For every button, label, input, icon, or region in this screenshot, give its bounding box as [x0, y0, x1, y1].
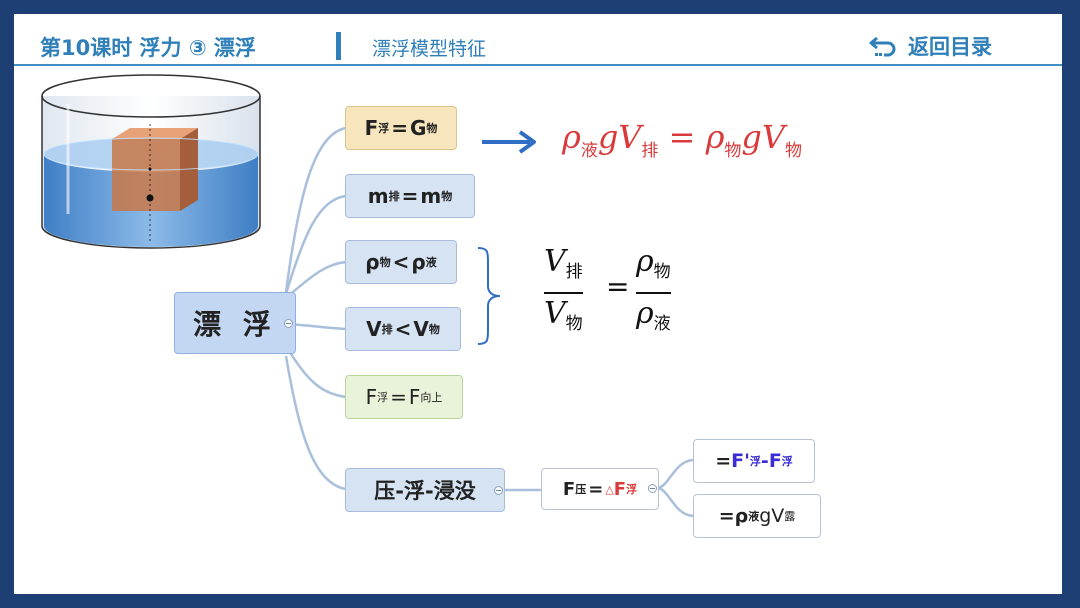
- symbol: ρ: [562, 118, 581, 156]
- subscript: 液: [748, 510, 760, 523]
- title-divider: [336, 32, 341, 60]
- subscript: 排: [388, 190, 400, 203]
- symbol: V: [366, 317, 382, 341]
- node-label: 压-浮-浸没: [374, 479, 476, 503]
- operator: <: [394, 317, 412, 341]
- symbol: F: [768, 450, 782, 472]
- subscript: 物: [653, 262, 671, 282]
- symbol: ρ: [636, 296, 654, 331]
- collapse-toggle[interactable]: [284, 319, 293, 328]
- subscript: 物: [724, 141, 742, 161]
- operator: =: [718, 505, 735, 527]
- mindmap-connectors: [284, 126, 695, 518]
- fraction-denominator: V物: [544, 296, 583, 342]
- volume-ratio-fraction: V排 V物: [544, 244, 583, 342]
- operator: =: [401, 184, 419, 208]
- central-topic-node[interactable]: 漂 浮: [174, 292, 296, 354]
- equals-sign: =: [606, 270, 630, 303]
- symbol: F: [365, 385, 378, 409]
- symbol: gV: [759, 505, 785, 527]
- symbol: G: [410, 116, 427, 140]
- header-rule: [14, 64, 1062, 66]
- fraction-bar: [636, 292, 671, 294]
- symbol: m: [420, 184, 442, 208]
- symbol: ρ: [636, 244, 654, 279]
- slide: 第10课时 浮力 ③ 漂浮 漂浮模型特征 返回目录: [14, 14, 1062, 594]
- symbol: ρ: [705, 118, 725, 156]
- subscript: 露: [784, 510, 796, 523]
- operator: =: [391, 116, 408, 140]
- symbol: gV: [597, 118, 642, 156]
- subscript: 向上: [420, 391, 443, 404]
- operator: =: [668, 118, 696, 156]
- operator: =: [588, 478, 604, 500]
- symbol: F: [364, 116, 379, 140]
- operator: =: [715, 450, 732, 472]
- back-to-contents-button[interactable]: 返回目录: [868, 31, 992, 61]
- subscript: 液: [425, 256, 437, 269]
- fraction-numerator: V排: [544, 244, 583, 290]
- subscript: 液: [653, 314, 671, 334]
- right-arrow-icon: [482, 130, 536, 154]
- page-title: 第10课时 浮力 ③ 漂浮: [40, 36, 256, 60]
- subscript: 物: [426, 122, 438, 135]
- return-arrow-icon: [869, 36, 896, 57]
- delta-symbol: △: [605, 482, 614, 496]
- equilibrium-formula: ρ液gV排 = ρ物gV物: [562, 118, 802, 161]
- fraction-bar: [544, 292, 583, 294]
- back-label: 返回目录: [908, 35, 992, 59]
- subscript: 排: [565, 262, 583, 282]
- symbol: m: [367, 184, 389, 208]
- subscript: 物: [428, 323, 440, 336]
- subscript: 浮: [377, 391, 389, 404]
- subscript: 浮: [378, 122, 390, 135]
- subscript: 排: [381, 323, 393, 336]
- symbol: ρ: [734, 505, 749, 527]
- subscript: 物: [441, 190, 453, 203]
- collapse-toggle[interactable]: [494, 486, 503, 495]
- collapse-toggle[interactable]: [648, 484, 657, 493]
- subscript: 浮: [626, 483, 638, 496]
- section-subtitle: 漂浮模型特征: [372, 38, 487, 60]
- symbol: F': [731, 450, 750, 472]
- subscript: 浮: [749, 455, 761, 468]
- subscript: 排: [641, 141, 659, 161]
- operator: -: [760, 450, 769, 472]
- symbol: ρ: [411, 250, 426, 274]
- floating-block-beaker-illustration: [41, 74, 261, 249]
- symbol: ρ: [365, 250, 380, 274]
- subscript: 浮: [781, 455, 793, 468]
- node-press-float-submerge[interactable]: 压-浮-浸没: [345, 468, 505, 512]
- subscript: 物: [565, 314, 583, 334]
- subscript: 压: [575, 483, 587, 496]
- density-ratio-fraction: ρ物 ρ液: [636, 244, 671, 342]
- symbol: F: [408, 385, 421, 409]
- symbol: gV: [741, 118, 785, 156]
- fraction-numerator: ρ物: [636, 244, 671, 290]
- symbol: F: [562, 478, 576, 500]
- central-topic-label: 漂 浮: [193, 308, 277, 341]
- symbol: V: [544, 244, 566, 279]
- symbol: F: [613, 478, 627, 500]
- operator: =: [390, 385, 407, 409]
- operator: <: [392, 250, 410, 274]
- symbol: V: [413, 317, 429, 341]
- fraction-denominator: ρ液: [636, 296, 671, 342]
- right-brace: [477, 247, 501, 345]
- subscript: 物: [379, 256, 391, 269]
- subscript: 液: [580, 141, 598, 161]
- symbol: V: [544, 296, 566, 331]
- subscript: 物: [784, 141, 802, 161]
